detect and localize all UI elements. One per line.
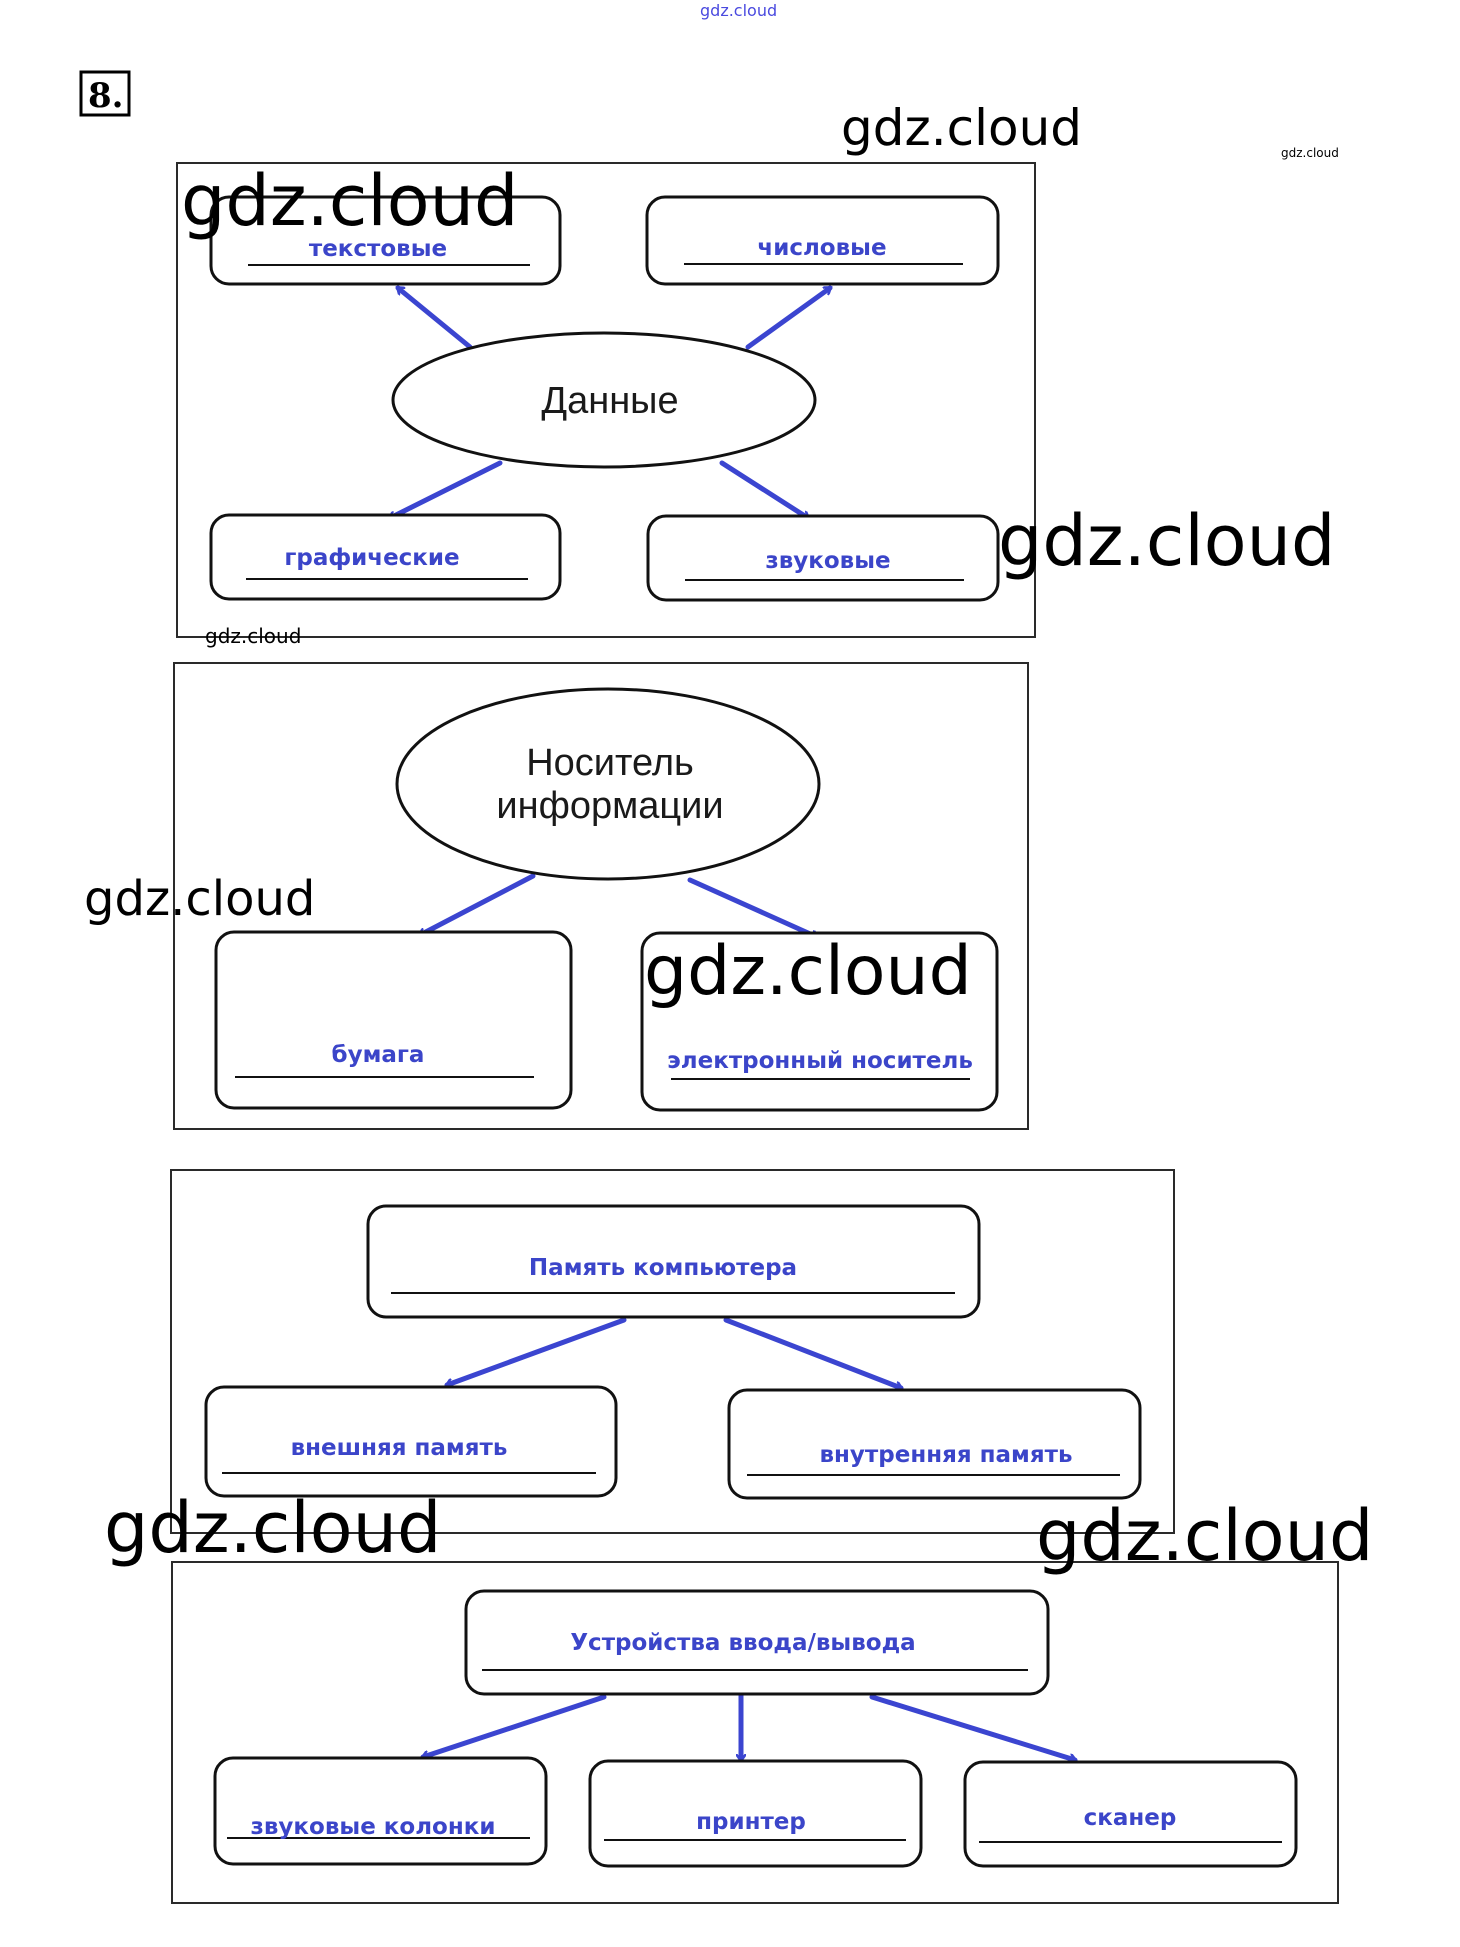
- answer-box[interactable]: принтер: [588, 1759, 923, 1868]
- watermark: gdz.cloud: [1281, 146, 1339, 160]
- central-node-ellipse: [395, 687, 821, 881]
- diagram-frame: [171, 1561, 1339, 1904]
- central-node-label: Устройства ввода/вывода: [570, 1630, 915, 1656]
- diagram-frame: [176, 162, 1036, 638]
- answer-text: графические: [284, 545, 459, 571]
- answer-box[interactable]: звуковые колонки: [213, 1756, 548, 1866]
- arrow-to-numeric: [745, 285, 830, 350]
- answer-box[interactable]: звуковые: [646, 514, 1000, 602]
- site-watermark-top: gdz.cloud: [700, 1, 777, 20]
- arrow-to-electronic: [687, 877, 817, 937]
- task-number: 8.: [88, 76, 124, 116]
- answer-text: бумага: [332, 1042, 425, 1068]
- diagram-information-carrier: Носитель информации бумага электронный н…: [173, 662, 1029, 1130]
- diagram-io-devices: Устройства ввода/вывода звуковые колонки…: [171, 1561, 1339, 1904]
- central-node-box: Устройства ввода/вывода: [464, 1589, 1050, 1696]
- answer-box[interactable]: сканер: [963, 1760, 1298, 1868]
- answer-box[interactable]: внутренняя память: [727, 1388, 1142, 1500]
- diagram-frame: [170, 1169, 1175, 1534]
- answer-box[interactable]: внешняя память: [204, 1385, 618, 1498]
- watermark: gdz.cloud: [998, 500, 1335, 582]
- answer-text: текстовые: [309, 236, 447, 262]
- arrow-to-external: [447, 1317, 627, 1385]
- answer-text: электронный носитель: [667, 1048, 973, 1074]
- watermark: gdz.cloud: [181, 160, 518, 242]
- central-node-label-line1: Носитель: [526, 742, 694, 784]
- watermark: gdz.cloud: [1036, 1495, 1373, 1577]
- arrow-to-text: [395, 285, 473, 350]
- answer-box[interactable]: электронный носитель: [640, 931, 999, 1112]
- diagram-frame: [173, 662, 1029, 1130]
- answer-box[interactable]: бумага: [214, 930, 573, 1110]
- watermark: gdz.cloud: [644, 932, 972, 1011]
- answer-text: внутренняя память: [819, 1442, 1072, 1468]
- answer-text: числовые: [757, 235, 886, 261]
- central-node-label: Данные: [541, 380, 678, 422]
- central-node-label: Память компьютера: [529, 1255, 797, 1281]
- arrow-to-paper: [420, 873, 536, 935]
- watermark: gdz.cloud: [841, 99, 1082, 157]
- central-node-ellipse: [391, 331, 817, 469]
- diagram-data-types: Данные текстовые числовые графические зв…: [176, 162, 1036, 638]
- task-number-badge: 8.: [79, 70, 131, 117]
- arrow-to-graphic: [390, 460, 503, 518]
- answer-text: принтер: [696, 1809, 806, 1835]
- answer-text: сканер: [1084, 1805, 1177, 1831]
- answer-text: звуковые колонки: [251, 1814, 496, 1840]
- answer-box[interactable]: числовые: [645, 195, 1000, 286]
- central-node-box: Память компьютера: [366, 1204, 981, 1319]
- arrow-to-speakers: [423, 1694, 607, 1757]
- watermark: gdz.cloud: [104, 1487, 441, 1569]
- arrow-to-scanner: [869, 1694, 1075, 1760]
- answer-box[interactable]: текстовые: [209, 195, 562, 286]
- watermark: gdz.cloud: [84, 871, 315, 927]
- central-node-label-line2: информации: [496, 785, 723, 827]
- watermark: gdz.cloud: [205, 624, 301, 648]
- answer-box[interactable]: графические: [209, 513, 562, 601]
- answer-text: звуковые: [765, 548, 890, 574]
- watermarks: gdz.cloud gdz.cloud gdz.cloud gdz.cloud …: [84, 99, 1373, 1577]
- answer-text: внешняя память: [291, 1435, 508, 1461]
- arrow-to-audio: [719, 460, 808, 521]
- arrow-to-internal: [723, 1317, 901, 1388]
- diagram-computer-memory: Память компьютера внешняя память внутрен…: [170, 1169, 1175, 1534]
